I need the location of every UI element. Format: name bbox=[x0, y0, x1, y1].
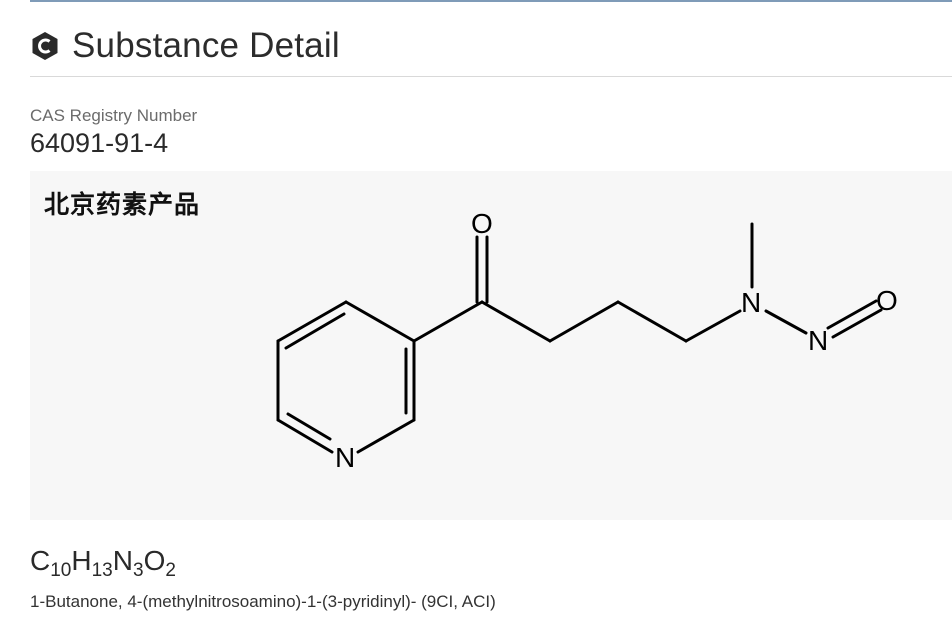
cas-registry-label: CAS Registry Number bbox=[30, 106, 198, 125]
page-header: Substance Detail bbox=[30, 24, 340, 68]
formula-count: 13 bbox=[91, 560, 113, 581]
top-accent-line bbox=[30, 0, 952, 2]
formula-element: N bbox=[112, 545, 133, 576]
atom-n-amine: N bbox=[741, 287, 762, 318]
structure-watermark: 北京药素产品 bbox=[44, 190, 201, 219]
cas-registry-number[interactable]: 64091-91-4 bbox=[30, 128, 169, 158]
header-divider bbox=[30, 76, 952, 77]
substance-index-name: 1-Butanone, 4-(methylnitrosoamino)-1-(3-… bbox=[30, 592, 496, 611]
formula-count: 3 bbox=[132, 560, 144, 581]
formula-element: O bbox=[143, 545, 166, 576]
structure-panel: 北京药素产品 bbox=[30, 171, 952, 520]
formula-count: 10 bbox=[50, 560, 72, 581]
page-title: Substance Detail bbox=[72, 26, 340, 65]
formula-count: 2 bbox=[165, 560, 176, 581]
atom-n-nitroso: N bbox=[808, 325, 829, 356]
formula-element: C bbox=[30, 545, 51, 576]
cas-hexagon-logo-icon bbox=[32, 32, 58, 60]
molecular-formula: C10H13N3O2 bbox=[30, 545, 176, 582]
atom-o-nitroso: O bbox=[876, 285, 898, 316]
chemical-structure-diagram bbox=[276, 222, 883, 454]
formula-element: H bbox=[71, 545, 92, 576]
atom-o-carbonyl: O bbox=[471, 208, 493, 239]
atom-n-pyridine: N bbox=[335, 442, 356, 473]
